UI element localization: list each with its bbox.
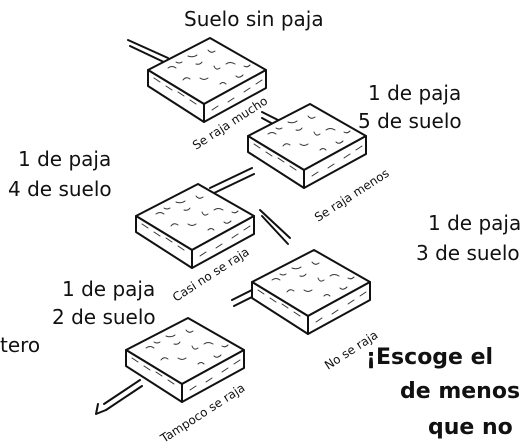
block-3-parts	[251, 249, 371, 335]
label-ratio-4-line2: 4 de suelo	[8, 177, 112, 201]
block-5-parts	[247, 103, 367, 189]
label-ratio-3-line2: 3 de suelo	[416, 241, 520, 265]
label-ratio-4-line1: 1 de paja	[18, 147, 111, 171]
callout-line1: ¡Escoge el	[366, 345, 493, 370]
label-ratio-2-line2: 2 de suelo	[52, 305, 156, 329]
callout-line2: de menos	[400, 379, 520, 404]
label-no-straw: Suelo sin paja	[184, 7, 324, 31]
callout-line3: que no	[428, 415, 513, 440]
label-ratio-5-line2: 5 de suelo	[358, 109, 462, 133]
label-cutoff-left: tero	[0, 333, 40, 357]
connector-lines	[95, 39, 291, 415]
label-ratio-5-line1: 1 de paja	[368, 81, 461, 105]
label-ratio-2-line1: 1 de paja	[62, 277, 155, 301]
label-ratio-3-line1: 1 de paja	[428, 211, 521, 235]
